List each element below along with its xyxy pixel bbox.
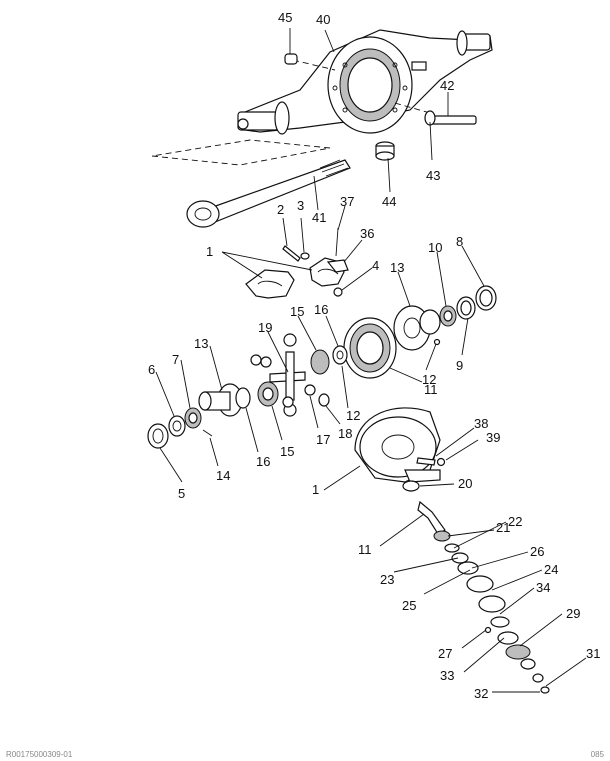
bearing-7 <box>184 407 202 429</box>
callout-15a: 15 <box>290 304 304 319</box>
bolt-38 <box>416 457 436 466</box>
callout-8: 8 <box>456 234 463 249</box>
callout-37: 37 <box>340 194 354 209</box>
washer-16-left <box>235 387 251 409</box>
callout-21: 21 <box>496 520 510 535</box>
bearing-cap-left <box>245 269 295 299</box>
pin-14 <box>202 429 213 437</box>
axle-housing <box>237 29 493 135</box>
callout-20: 20 <box>458 476 472 491</box>
callout-41: 41 <box>312 210 326 225</box>
callout-26: 26 <box>530 544 544 559</box>
callout-42: 42 <box>440 78 454 93</box>
pin-37 <box>335 227 339 257</box>
callout-39: 39 <box>486 430 500 445</box>
callout-17: 17 <box>316 432 330 447</box>
callout-16a: 16 <box>314 302 328 317</box>
spider-gears <box>250 333 330 417</box>
diff-case-right <box>393 305 441 351</box>
callout-1b: 1 <box>312 482 319 497</box>
callout-31: 31 <box>586 646 600 661</box>
callout-18: 18 <box>338 426 352 441</box>
callout-23: 23 <box>380 572 394 587</box>
callout-36: 36 <box>360 226 374 241</box>
callout-29: 29 <box>566 606 580 621</box>
callout-11a: 11 <box>424 382 438 397</box>
callout-6: 6 <box>148 362 155 377</box>
callout-labels: 45 40 42 43 44 41 2 3 37 36 1 4 13 10 8 … <box>148 10 600 701</box>
bolt-2 <box>282 245 301 262</box>
callout-16b: 16 <box>256 454 270 469</box>
callout-25: 25 <box>402 598 416 613</box>
stud-42 <box>424 110 477 126</box>
diff-carrier <box>354 407 441 483</box>
adjuster-8 <box>475 285 497 311</box>
callout-5: 5 <box>178 486 185 501</box>
callout-13a: 13 <box>390 260 404 275</box>
callout-1a: 1 <box>206 244 213 259</box>
callout-13b: 13 <box>194 336 208 351</box>
callout-2: 2 <box>277 202 284 217</box>
axle-shaft <box>186 159 351 228</box>
cup-9 <box>456 296 476 320</box>
thrust-washer-16 <box>332 345 348 365</box>
plug-45 <box>284 53 298 65</box>
callout-34: 34 <box>536 580 550 595</box>
side-gear-15 <box>257 381 279 407</box>
callout-38: 38 <box>474 416 488 431</box>
footer-right-id: 085 <box>590 750 604 759</box>
callout-45: 45 <box>278 10 292 25</box>
callout-32: 32 <box>474 686 488 701</box>
callout-7: 7 <box>172 352 179 367</box>
callout-19: 19 <box>258 320 272 335</box>
callout-24: 24 <box>544 562 558 577</box>
diff-case-left <box>198 383 243 417</box>
callout-12b: 12 <box>346 408 360 423</box>
ring-gear <box>343 317 397 379</box>
callout-27: 27 <box>438 646 452 661</box>
callout-3: 3 <box>297 198 304 213</box>
bearing-10 <box>439 305 457 327</box>
adjuster-5 <box>147 423 169 449</box>
callout-22: 22 <box>508 514 522 529</box>
lock-36 <box>326 259 349 273</box>
callout-4: 4 <box>372 258 379 273</box>
footer-left-id: R00175000309-01 <box>6 750 73 759</box>
callout-40: 40 <box>316 12 330 27</box>
pinion-stack <box>402 480 550 694</box>
washer-3 <box>300 252 310 260</box>
callout-33: 33 <box>440 668 454 683</box>
callout-15b: 15 <box>280 444 294 459</box>
cup-plug-44 <box>375 141 395 161</box>
callout-12a: 12 <box>422 372 436 387</box>
callout-44: 44 <box>382 194 396 209</box>
callout-9: 9 <box>456 358 463 373</box>
callout-43: 43 <box>426 168 440 183</box>
cup-6 <box>168 415 186 437</box>
callout-14: 14 <box>216 468 230 483</box>
callout-10: 10 <box>428 240 442 255</box>
leader-lines <box>155 28 587 693</box>
nut-39 <box>436 457 446 467</box>
callout-11b: 11 <box>358 542 372 557</box>
nut-4 <box>333 287 343 297</box>
